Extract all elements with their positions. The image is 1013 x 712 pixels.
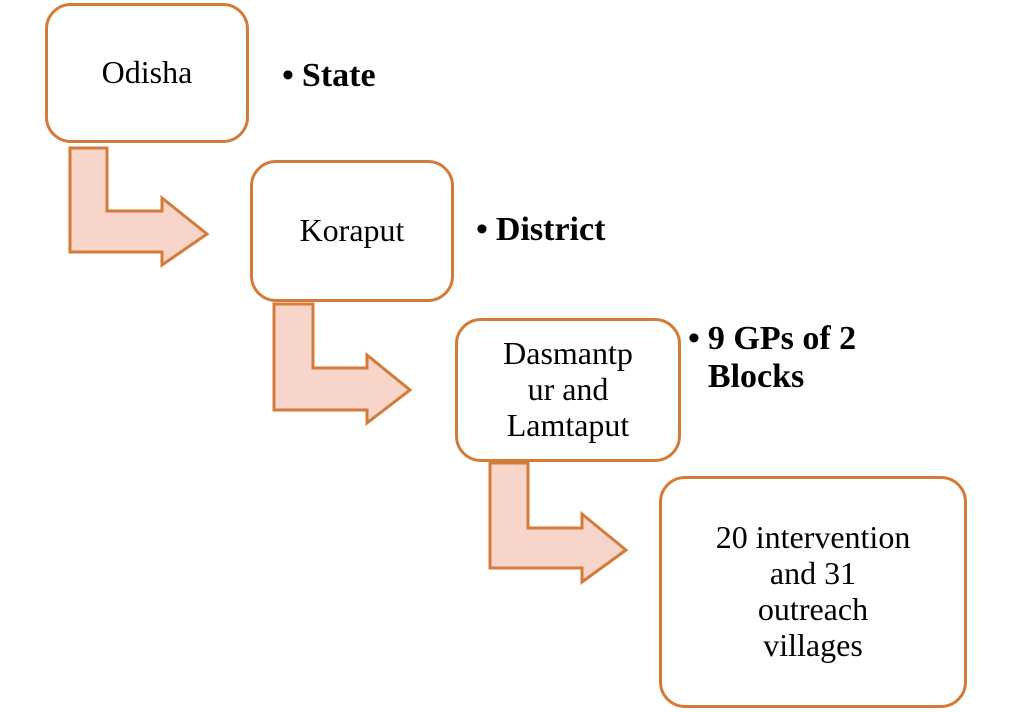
bullet-icon: • bbox=[282, 57, 294, 94]
bullet-icon: • bbox=[688, 320, 700, 357]
box-villages-line-4: villages bbox=[763, 626, 863, 663]
box-villages-line-1: 20 intervention bbox=[715, 519, 911, 556]
label-gps-blocks-line-2: Blocks bbox=[707, 358, 805, 396]
bent-arrow-koraput-to-dasmantpur bbox=[272, 302, 413, 427]
box-dasmantpur-lamtaput: Dasmantp ur and Lamtaput bbox=[455, 318, 681, 462]
box-koraput: Koraput bbox=[250, 160, 454, 302]
bullet-icon: • bbox=[476, 211, 488, 248]
box-dasmantpur-line-1: Dasmantp bbox=[503, 335, 633, 372]
label-state-text: State bbox=[301, 57, 376, 94]
label-gps-blocks: • 9 GPs of 2 Blocks bbox=[688, 320, 856, 396]
box-dasmantpur-line-2: ur and bbox=[527, 371, 609, 408]
box-dasmantpur-line-3: Lamtaput bbox=[506, 406, 630, 443]
label-district: • District bbox=[476, 211, 605, 249]
box-villages: 20 intervention and 31 outreach villages bbox=[659, 476, 967, 708]
bent-arrow-odisha-to-koraput bbox=[68, 146, 210, 268]
box-koraput-line: Koraput bbox=[299, 212, 405, 249]
bent-arrow-dasmantpur-to-villages bbox=[488, 461, 629, 585]
label-state: • State bbox=[282, 57, 376, 95]
box-odisha-line: Odisha bbox=[101, 54, 193, 91]
label-gps-blocks-line-1: 9 GPs of 2 bbox=[707, 320, 857, 357]
label-district-text: District bbox=[495, 211, 606, 248]
box-odisha: Odisha bbox=[45, 3, 249, 143]
box-villages-line-2: and 31 bbox=[769, 555, 857, 592]
box-villages-line-3: outreach bbox=[757, 591, 869, 627]
